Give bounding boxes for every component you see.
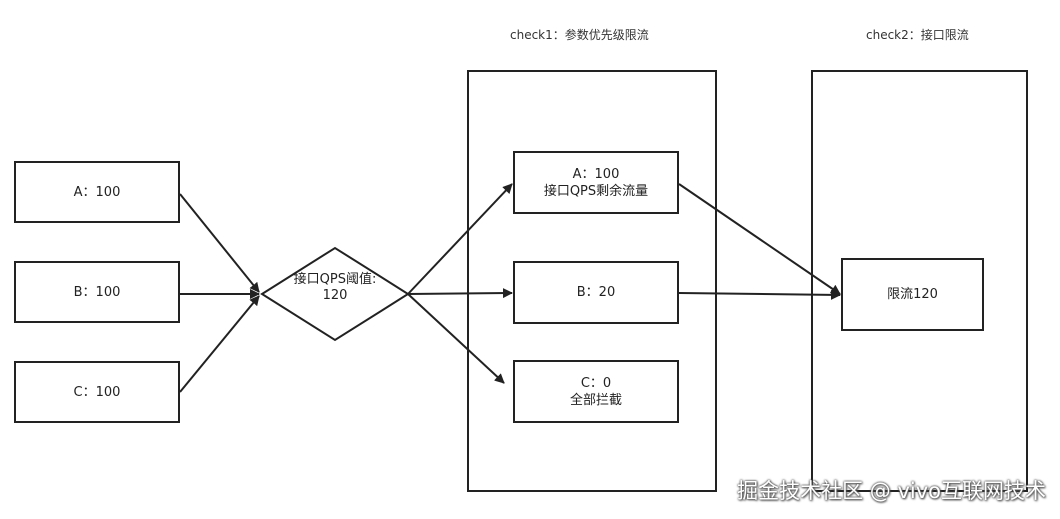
check1-item-b-line1: B：20 bbox=[576, 285, 616, 300]
qps-threshold-line1: 接口QPS阈值: bbox=[293, 272, 377, 287]
check1-item-a-line2: 接口QPS剩余流量 bbox=[543, 183, 649, 199]
check2-limit-box: 限流120 bbox=[841, 258, 984, 331]
source-a-box: A：100 bbox=[14, 161, 180, 223]
check1-item-c-line1: C：0 bbox=[580, 375, 612, 391]
check1-caption: check1：参数优先级限流 bbox=[510, 28, 649, 42]
source-b-label: B：100 bbox=[73, 284, 121, 300]
check1-container bbox=[467, 70, 717, 492]
check2-caption: check2：接口限流 bbox=[866, 28, 969, 42]
arrow-decision-to-a bbox=[407, 183, 513, 295]
watermark-text: 掘金技术社区 @ vivo互联网技术 bbox=[737, 479, 1046, 503]
qps-threshold-line2: 120 bbox=[322, 288, 348, 303]
arrow-b-to-limit bbox=[678, 289, 841, 300]
check2-container bbox=[811, 70, 1028, 492]
source-b-box: B：100 bbox=[14, 261, 180, 323]
check1-item-b: B：20 bbox=[513, 261, 679, 324]
check1-item-c-line2: 全部拦截 bbox=[569, 392, 622, 408]
check2-limit-label: 限流120 bbox=[887, 287, 938, 302]
qps-threshold-label: 接口QPS阈值: 120 bbox=[262, 272, 408, 304]
source-a-label: A：100 bbox=[73, 184, 121, 200]
source-c-label: C：100 bbox=[73, 384, 121, 400]
arrow-decision-to-b bbox=[407, 288, 513, 299]
arrow-decision-to-c bbox=[407, 293, 505, 384]
check1-item-a: A：100 接口QPS剩余流量 bbox=[513, 151, 679, 214]
source-c-box: C：100 bbox=[14, 361, 180, 423]
check1-item-a-line1: A：100 bbox=[572, 166, 620, 182]
arrow-c-to-decision bbox=[179, 295, 260, 393]
arrow-a-to-decision bbox=[179, 193, 260, 293]
check1-item-c: C：0 全部拦截 bbox=[513, 360, 679, 423]
arrow-a-to-limit bbox=[678, 183, 841, 295]
